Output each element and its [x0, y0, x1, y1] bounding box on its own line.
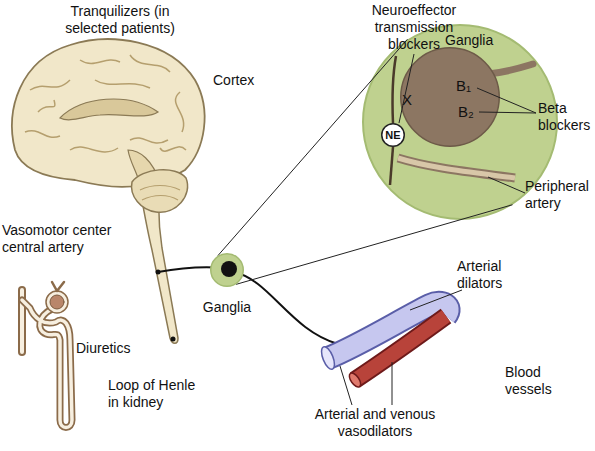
gyrus-line	[25, 131, 60, 138]
anatomy-label: Cortex	[213, 72, 254, 89]
neuron-cell-body: B₁ X B₂	[400, 47, 500, 147]
ganglion-circle	[211, 254, 244, 287]
vesicle-circle	[382, 124, 405, 147]
kidney-nephron	[22, 282, 72, 428]
norepinephrine-circle: NE	[381, 123, 405, 147]
gyrus-line	[160, 147, 186, 151]
artery-tube-outline	[355, 316, 446, 380]
node-label: NE	[381, 123, 405, 147]
ganglion-cell-dot	[221, 261, 237, 277]
node-label: Ganglia	[445, 32, 493, 49]
vein-opening	[319, 345, 337, 371]
glomerulus	[50, 295, 64, 309]
gyrus-line	[176, 92, 184, 132]
node-label: X	[402, 91, 412, 108]
blood-vessels	[319, 303, 449, 389]
renal-tubule	[22, 300, 72, 428]
cerebellum	[132, 170, 188, 213]
brain-illustration	[12, 39, 205, 343]
node-shape	[210, 253, 244, 287]
gyrus-line	[95, 80, 150, 88]
leader-line	[392, 362, 393, 405]
leader-line	[340, 366, 352, 405]
cerebellum-folia	[140, 186, 180, 201]
fiber-origin-dot	[156, 270, 161, 275]
drug-class-label: Arterial and venous vasodilators	[300, 406, 450, 440]
gyrus-line	[130, 138, 168, 143]
node-label: B₁	[456, 77, 471, 94]
corpus-callosum	[60, 99, 158, 120]
leader-lines	[340, 290, 462, 405]
bowman-capsule	[46, 291, 68, 313]
renal-tubule	[22, 300, 72, 428]
anatomy-label: Loop of Henle in kidney	[108, 377, 204, 411]
node-label: Ganglia	[198, 299, 256, 316]
gyrus-line	[80, 60, 120, 64]
fiber-origin-dot	[171, 337, 176, 342]
anatomy-label: Blood vessels	[505, 364, 565, 398]
drug-class-label: Beta blockers	[538, 100, 595, 134]
gyrus-line	[70, 147, 118, 152]
node-label: B₂	[458, 103, 474, 120]
anatomy-label: Peripheral artery	[525, 178, 595, 212]
drug-class-label: Tranquilizers (in selected patients)	[50, 3, 190, 37]
artery-opening	[347, 371, 363, 389]
brain-gyri	[25, 55, 186, 152]
anatomy-label: Vasomotor center central artery	[2, 222, 128, 256]
nerve-fibers	[156, 267, 339, 344]
drug-class-label: Diuretics	[76, 340, 130, 357]
neuron-circle	[401, 48, 500, 147]
ganglion-circle: Ganglia	[210, 253, 244, 287]
gyrus-line	[130, 55, 170, 72]
leader-line	[410, 290, 462, 310]
gyrus-line	[38, 100, 55, 112]
gyrus-line	[30, 80, 70, 90]
node-shape	[400, 47, 500, 147]
drug-class-label: Arterial dilators	[457, 258, 517, 292]
afferent-arteriole	[52, 282, 64, 291]
artery-tube	[355, 316, 446, 380]
cerebrum	[12, 39, 205, 187]
